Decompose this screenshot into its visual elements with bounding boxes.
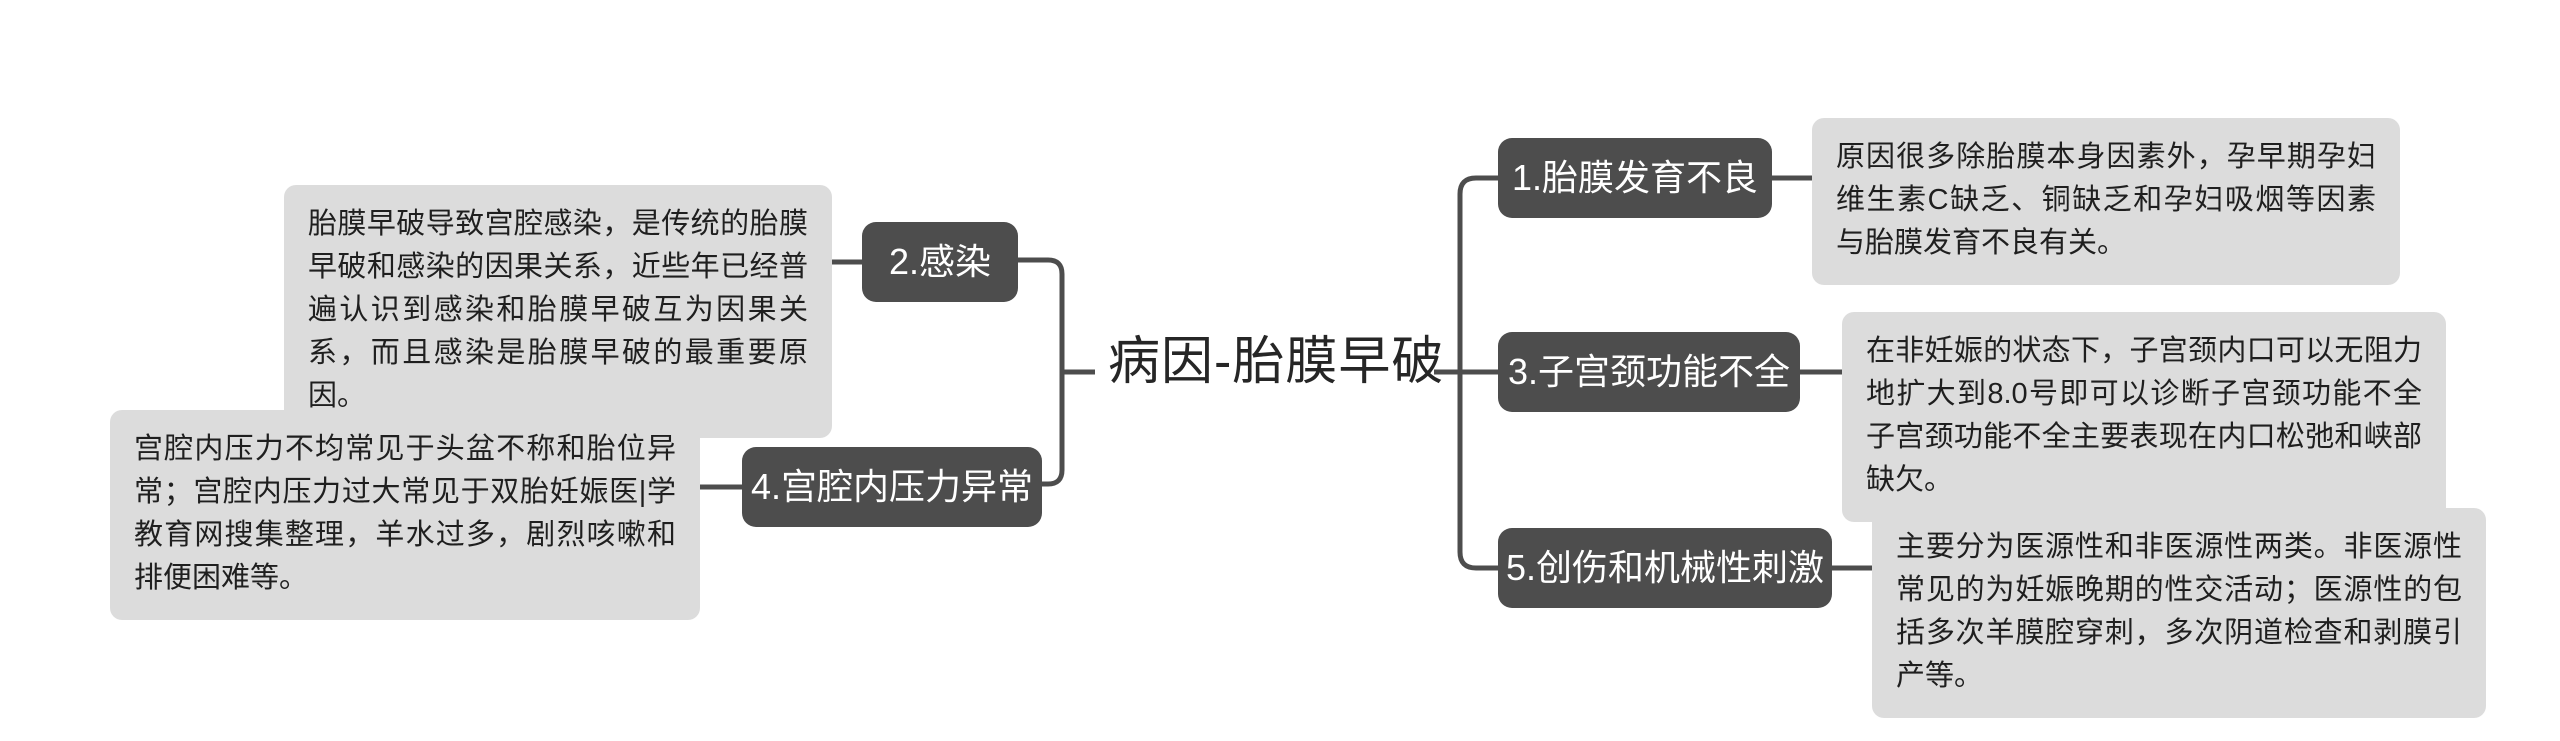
- node-branch-4-label: 4.宫腔内压力异常: [750, 466, 1034, 507]
- note-branch-2-text: 胎膜早破导致宫腔感染，是传统的胎膜早破和感染的因果关系，近些年已经普遍认识到感染…: [308, 208, 808, 412]
- node-branch-2[interactable]: 2.感染: [862, 222, 1018, 302]
- root-title: 病因-胎膜早破: [1108, 333, 1445, 391]
- note-branch-2: 胎膜早破导致宫腔感染，是传统的胎膜早破和感染的因果关系，近些年已经普遍认识到感染…: [284, 185, 832, 438]
- connector-right-spine: [1457, 175, 1498, 571]
- note-branch-4: 宫腔内压力不均常见于头盆不称和胎位异常；宫腔内压力过大常见于双胎妊娠医|学教育网…: [110, 410, 700, 620]
- node-branch-3[interactable]: 3.子宫颈功能不全: [1498, 332, 1800, 412]
- note-branch-5-text: 主要分为医源性和非医源性两类。非医源性常见的为妊娠晚期的性交活动；医源性的包括多…: [1896, 531, 2462, 692]
- note-branch-5: 主要分为医源性和非医源性两类。非医源性常见的为妊娠晚期的性交活动；医源性的包括多…: [1872, 508, 2486, 718]
- node-branch-3-label: 3.子宫颈功能不全: [1507, 351, 1791, 392]
- node-branch-1[interactable]: 1.胎膜发育不良: [1498, 138, 1772, 218]
- note-branch-4-text: 宫腔内压力不均常见于头盆不称和胎位异常；宫腔内压力过大常见于双胎妊娠医|学教育网…: [134, 433, 676, 594]
- note-branch-3-text: 在非妊娠的状态下，子宫颈内口可以无阻力地扩大到8.0号即可以诊断子宫颈功能不全子…: [1866, 335, 2422, 496]
- note-branch-3: 在非妊娠的状态下，子宫颈内口可以无阻力地扩大到8.0号即可以诊断子宫颈功能不全子…: [1842, 312, 2446, 522]
- note-branch-1: 原因很多除胎膜本身因素外，孕早期孕妇维生素C缺乏、铜缺乏和孕妇吸烟等因素与胎膜发…: [1812, 118, 2400, 285]
- note-branch-1-text: 原因很多除胎膜本身因素外，孕早期孕妇维生素C缺乏、铜缺乏和孕妇吸烟等因素与胎膜发…: [1836, 141, 2376, 259]
- node-branch-1-label: 1.胎膜发育不良: [1511, 157, 1759, 198]
- node-branch-2-label: 2.感染: [888, 241, 992, 282]
- node-branch-5-label: 5.创伤和机械性刺激: [1505, 547, 1825, 588]
- node-branch-4[interactable]: 4.宫腔内压力异常: [742, 447, 1042, 527]
- node-branch-5[interactable]: 5.创伤和机械性刺激: [1498, 528, 1832, 608]
